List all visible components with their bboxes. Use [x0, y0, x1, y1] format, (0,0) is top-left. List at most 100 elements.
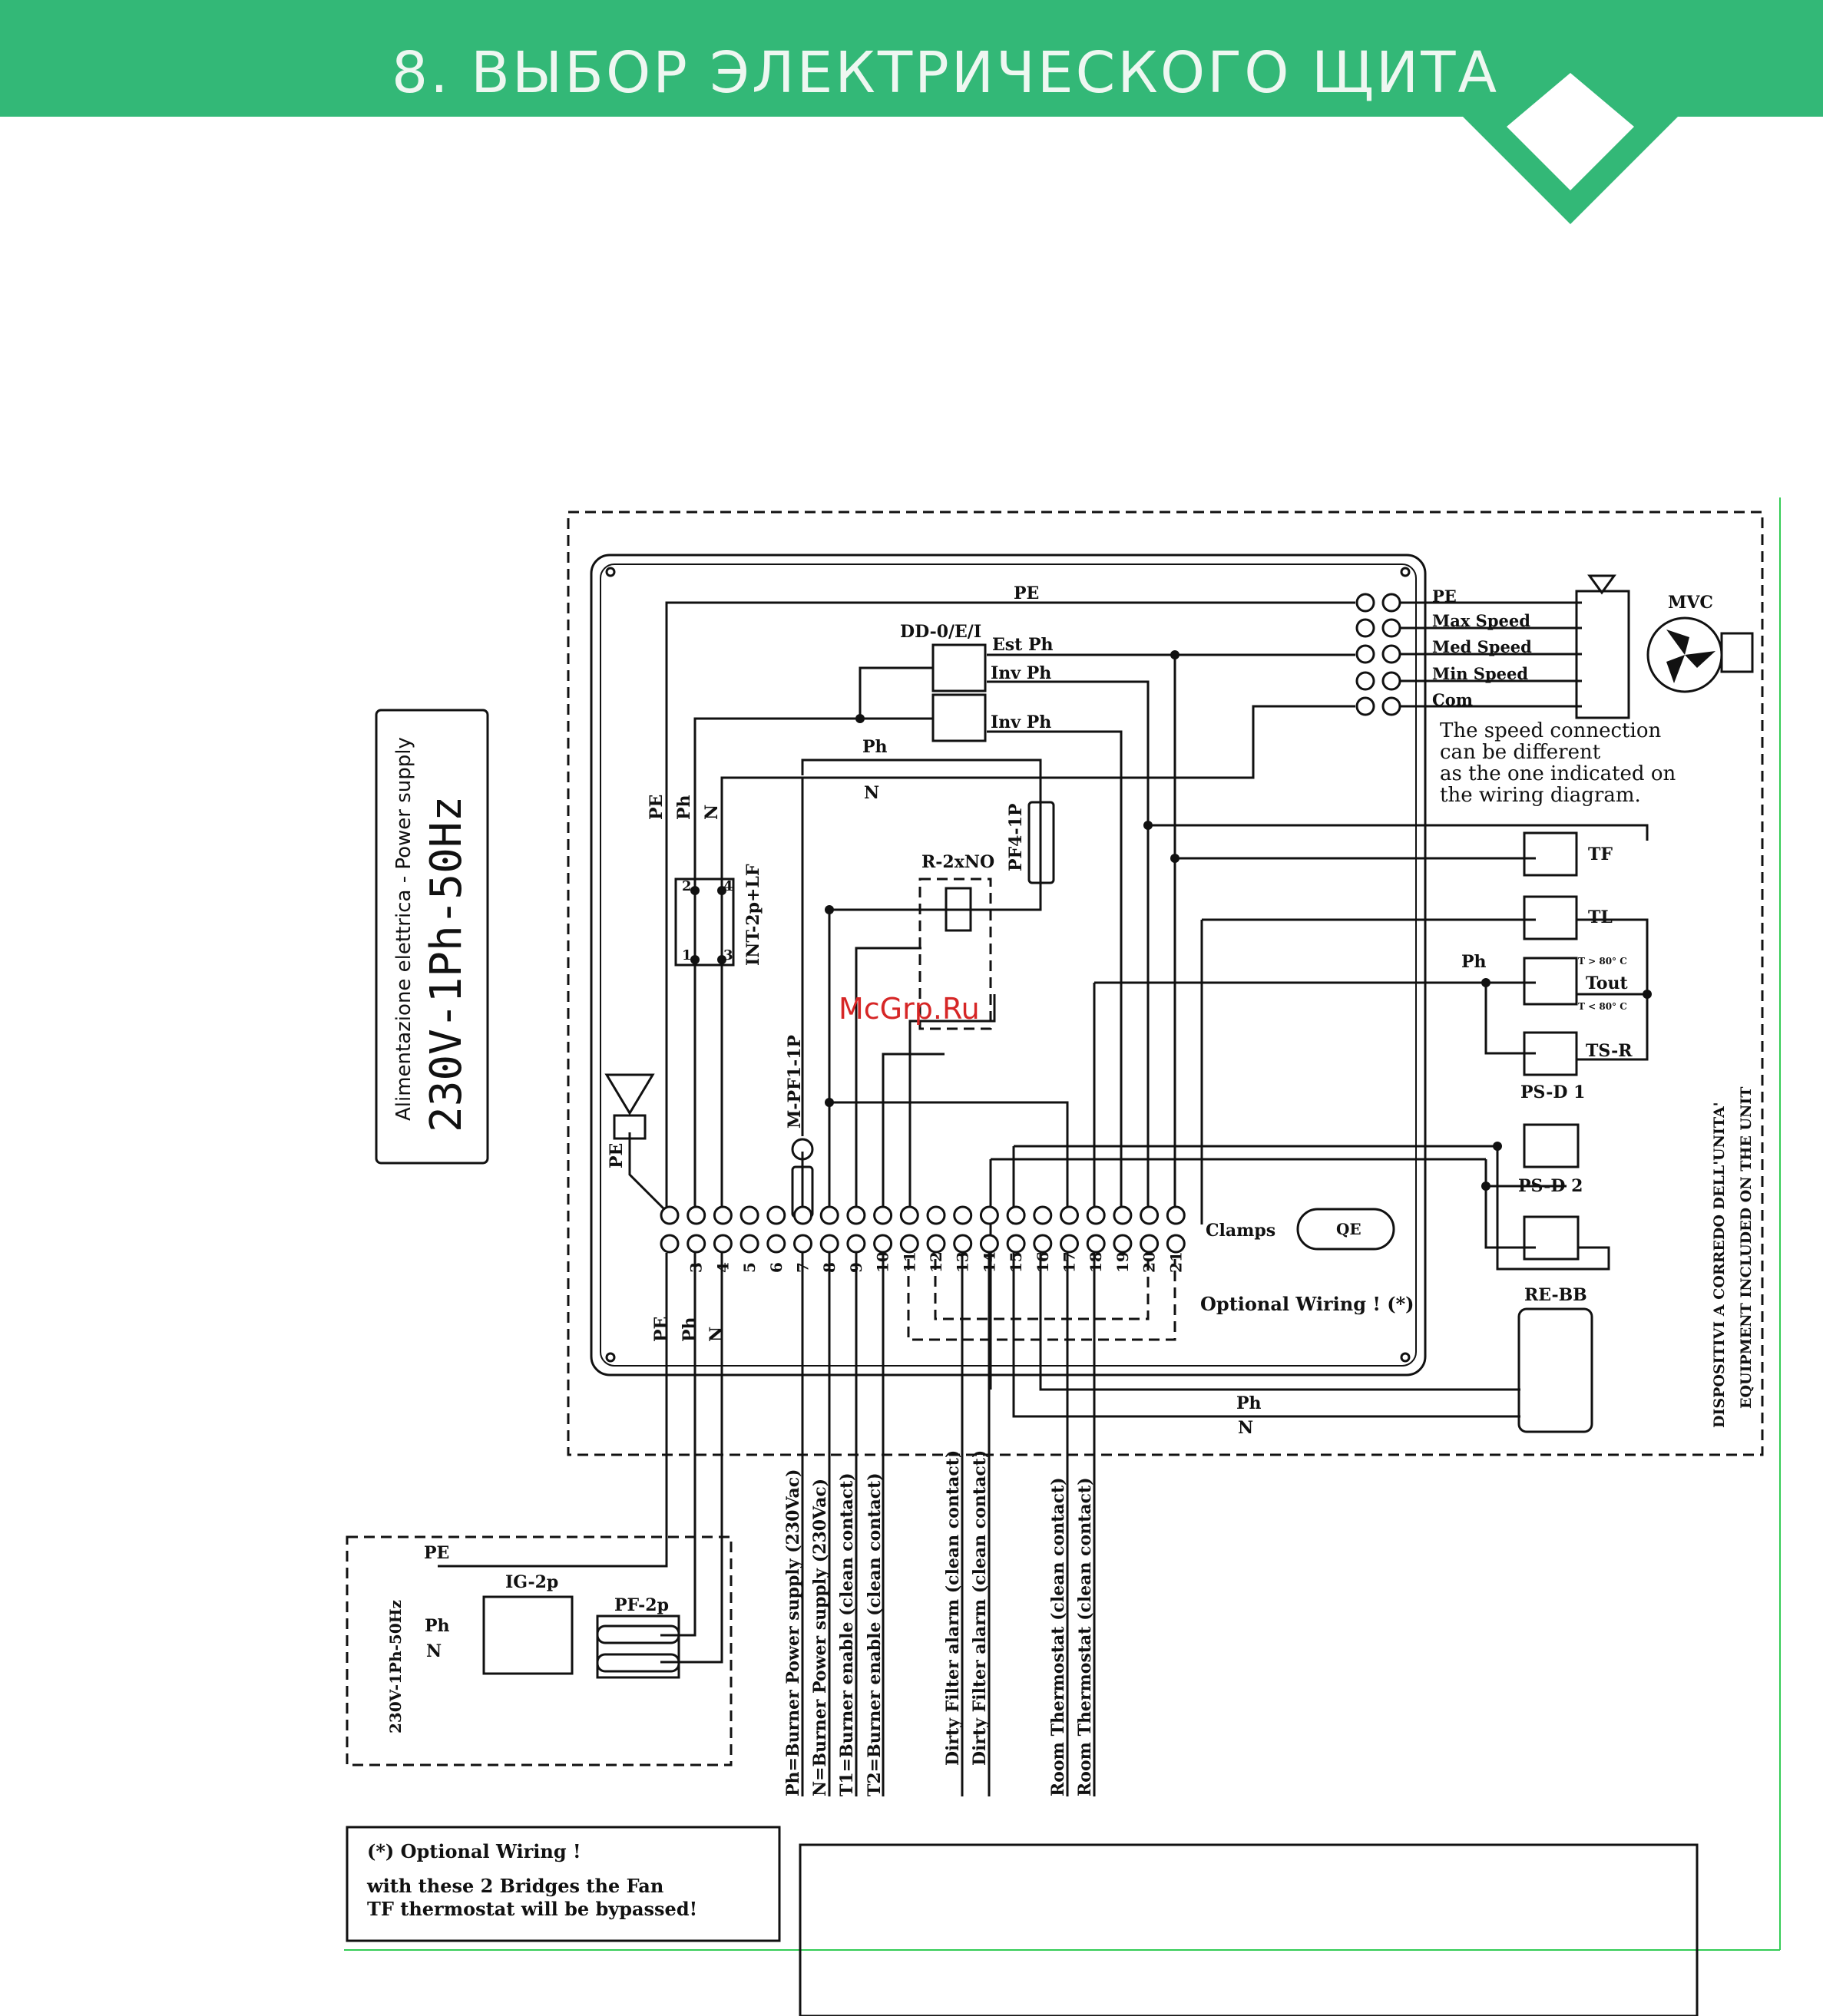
clamp-number: 4 — [713, 1262, 732, 1273]
clamp-terminal — [687, 1205, 706, 1225]
motor-terminal-pe: PE — [1432, 587, 1457, 606]
motor-terminal-circle — [1355, 671, 1375, 691]
clamp-number: 21 — [1166, 1251, 1185, 1273]
tsr-label: TS-R — [1586, 1041, 1633, 1061]
junction-dot — [1143, 821, 1153, 830]
ph-line-label: Ph — [1236, 1393, 1262, 1413]
clamps-label: Clamps — [1206, 1221, 1275, 1241]
int-switch — [674, 877, 735, 967]
ig-switch — [482, 1595, 574, 1675]
equipment-en-label: EQUIPMENT INCLUDED ON THE UNIT — [1738, 1087, 1755, 1409]
pe-vertical-label: PE — [647, 795, 667, 820]
rebb-label: RE-BB — [1524, 1285, 1587, 1305]
motor-terminal-com: Com — [1432, 690, 1473, 709]
psd1-label: PS-D 1 — [1520, 1082, 1585, 1102]
clamp-terminal — [926, 1205, 946, 1225]
motor-cap — [1720, 632, 1754, 673]
output-label: T1=Burner enable (clean contact) — [837, 1472, 857, 1796]
tl-device — [1523, 895, 1578, 940]
clamp-terminal — [1060, 1205, 1079, 1225]
clamp-terminal — [660, 1234, 680, 1254]
supply-voltage-label: 230V-1Ph-50Hz — [386, 1600, 405, 1733]
clamp-terminal — [1086, 1234, 1106, 1254]
motor-note-3: as the one indicated on — [1440, 762, 1676, 785]
junction-dot — [1170, 650, 1179, 659]
screw — [605, 1352, 616, 1363]
t-high-label: T > 80° C — [1578, 956, 1627, 967]
device-ph-label: Ph — [1461, 952, 1487, 972]
output-label: Room Thermostat (clean contact) — [1048, 1477, 1068, 1796]
motor-terminal-circle — [1381, 644, 1401, 664]
motor-terminal-circle — [1381, 671, 1401, 691]
int-switch-label: INT-2p+LF — [743, 864, 763, 966]
page-title: 8. ВЫБОР ЭЛЕКТРИЧЕСКОГО ЩИТА — [392, 40, 1500, 106]
optional-wiring-label: Optional Wiring ! (*) — [1200, 1293, 1414, 1315]
clamp-number: 19 — [1113, 1251, 1132, 1273]
psd2-label: PS-D 2 — [1518, 1176, 1583, 1196]
ph-bottom-label: Ph — [680, 1317, 700, 1342]
watermark: McGrp.Ru — [839, 992, 980, 1026]
clamp-terminal — [1113, 1234, 1133, 1254]
clamp-number: 13 — [954, 1251, 972, 1273]
junction-dot — [717, 955, 726, 964]
clamp-terminal — [899, 1234, 919, 1254]
motor-note-1: The speed connection — [1440, 719, 1661, 742]
clamp-terminal — [1086, 1205, 1106, 1225]
ph-vertical-label: Ph — [674, 795, 694, 820]
supply-ig-label: IG-2p — [505, 1572, 558, 1592]
motor-terminal-circle — [1355, 696, 1375, 716]
psd2-device — [1523, 1215, 1580, 1261]
clamp-terminal — [953, 1234, 973, 1254]
motor-terminal-circle — [1355, 593, 1375, 613]
supply-pf-label: PF-2p — [614, 1595, 669, 1615]
clamp-number: 15 — [1007, 1251, 1025, 1273]
pe-ground-label: PE — [607, 1143, 627, 1168]
note-line-1: (*) Optional Wiring ! — [367, 1840, 581, 1862]
control-panel-inner — [600, 563, 1417, 1367]
clamp-terminal — [713, 1205, 733, 1225]
junction-dot — [717, 886, 726, 895]
dd-switch-lower — [931, 693, 987, 742]
motor-terminal-med: Med Speed — [1432, 637, 1532, 656]
output-label: Dirty Filter alarm (clean contact) — [970, 1450, 990, 1766]
clamp-terminal — [873, 1205, 893, 1225]
tout-device — [1523, 957, 1578, 1006]
clamp-terminal — [687, 1234, 706, 1254]
motor-note-2: can be different — [1440, 741, 1601, 764]
optional-bridge-1 — [907, 1259, 1176, 1341]
output-label: Dirty Filter alarm (clean contact) — [943, 1450, 963, 1766]
output-label: Room Thermostat (clean contact) — [1075, 1477, 1095, 1796]
clamp-number: 11 — [900, 1251, 918, 1273]
relay-label: R-2xNO — [921, 852, 994, 872]
clamp-terminal — [739, 1234, 759, 1254]
clamp-terminal — [766, 1205, 786, 1225]
clamp-terminal — [766, 1234, 786, 1254]
motor-terminal-circle — [1381, 618, 1401, 638]
clamp-terminal — [846, 1234, 866, 1254]
clamp-terminal — [1033, 1234, 1053, 1254]
output-label: Ph=Burner Power supply (230Vac) — [783, 1469, 803, 1796]
clamp-number: 16 — [1034, 1251, 1052, 1273]
header-diamond-inner — [1507, 73, 1634, 190]
fan-blade — [1666, 655, 1685, 683]
ground-triangle — [1587, 574, 1616, 595]
motor-label: MVC — [1668, 593, 1713, 613]
int-pin-2: 2 — [682, 878, 692, 894]
clamp-terminal — [899, 1205, 919, 1225]
tl-label: TL — [1588, 907, 1613, 927]
junction-dot — [855, 714, 865, 723]
clamp-number: 17 — [1060, 1251, 1079, 1273]
int-pin-4: 4 — [723, 878, 733, 894]
supply-box — [346, 1535, 733, 1766]
tf-device — [1523, 831, 1578, 877]
clamp-terminal — [1033, 1205, 1053, 1225]
screw — [1400, 567, 1411, 577]
pf-block — [596, 1614, 680, 1679]
pe-bottom-label: PE — [651, 1317, 671, 1342]
clamp-number: 5 — [740, 1262, 759, 1273]
motor-terminal-circle — [1381, 593, 1401, 613]
junction-dot — [1481, 1182, 1490, 1191]
n-bus-label: N — [864, 783, 879, 803]
note-line-2: with these 2 Bridges the Fan — [366, 1875, 663, 1897]
clamp-number: 10 — [874, 1251, 892, 1273]
